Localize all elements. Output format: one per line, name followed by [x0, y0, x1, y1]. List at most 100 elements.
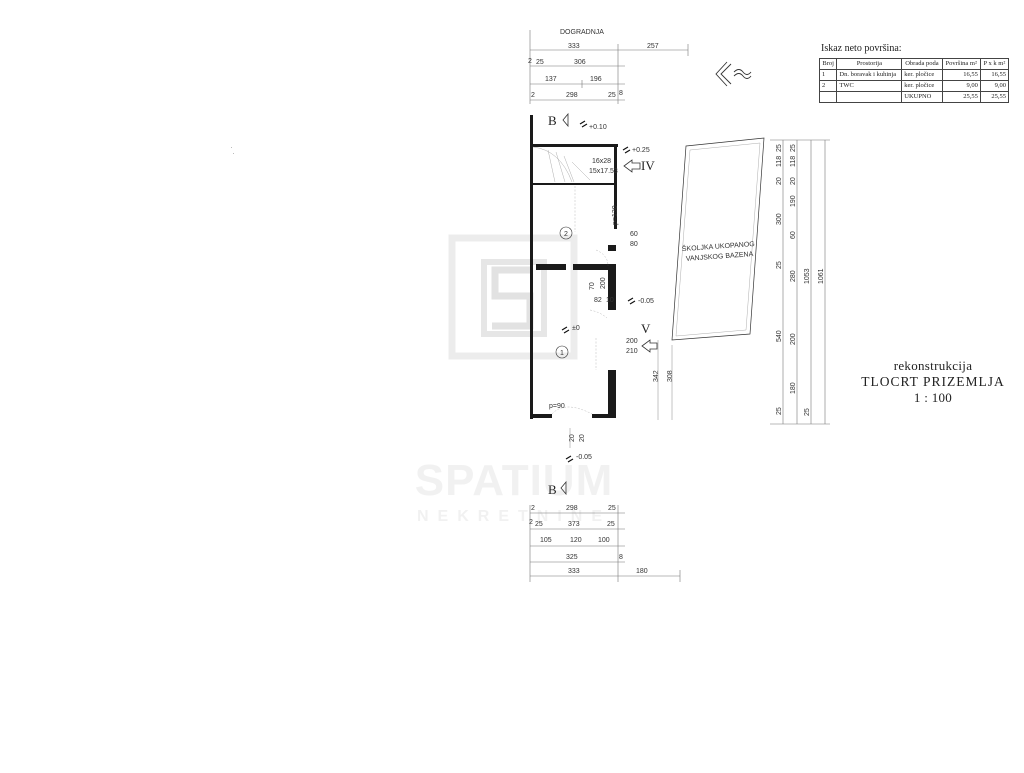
- view-arrow-v-icon: [641, 339, 658, 353]
- north-arrow-icon: [715, 61, 752, 87]
- rdim-c3-0: 1053: [804, 268, 811, 284]
- right-dimensions: [770, 139, 830, 425]
- bdim-r2-0: 2: [529, 519, 533, 526]
- dim-308: 308: [667, 370, 674, 382]
- rdim-c2-8: 25: [804, 408, 811, 416]
- dim-70: 70: [589, 282, 596, 290]
- table-cell: Dn. boravak i kuhinja: [836, 69, 903, 81]
- bdim-r1-2: 25: [608, 505, 616, 512]
- section-b-bottom: B: [548, 482, 557, 497]
- dim-342: 342: [653, 370, 660, 382]
- title-block: rekonstrukcija TLOCRT PRIZEMLJA 1 : 100: [848, 358, 1018, 406]
- dim-10: 10: [606, 297, 614, 304]
- title-scale: 1 : 100: [913, 390, 953, 405]
- watermark-brand: SPATIUM: [414, 456, 614, 505]
- rdim-c4-0: 1061: [818, 268, 825, 284]
- rdim-c1-1: 118: [776, 156, 783, 167]
- title-line-2: TLOCRT PRIZEMLJA: [861, 374, 1005, 389]
- dim-top-8: 8: [619, 90, 623, 97]
- room-1-label: 1: [560, 350, 564, 357]
- dim-top-137: 137: [545, 76, 557, 83]
- table-cell: ker. pločice: [901, 80, 943, 92]
- table-row: 2 TWC ker. pločice 9,00 9,00: [818, 80, 1010, 92]
- dim-top-333: 333: [568, 43, 580, 50]
- bdim-r2-2: 373: [568, 521, 580, 528]
- rdim-c1-4: 25: [776, 261, 783, 269]
- rdim-c1-2: 20: [776, 177, 783, 185]
- stair: [532, 146, 591, 183]
- top-dimensions: [529, 30, 689, 104]
- dim-top-306: 306: [574, 59, 586, 66]
- dim-210: 210: [626, 348, 638, 355]
- watermark-logo: [448, 234, 578, 360]
- stray-marks: [231, 147, 234, 154]
- bdim-r1-1: 298: [566, 505, 578, 512]
- dim-top-196: 196: [590, 76, 602, 83]
- level-top: +0.10: [589, 124, 607, 131]
- title-line-1: rekonstrukcija: [893, 358, 973, 373]
- table-cell: 9,00: [979, 80, 1010, 92]
- rdim-c2-0: 25: [790, 144, 797, 152]
- pool-label-2: VANJSKOG BAZENA: [686, 251, 754, 263]
- room-marker-1: [555, 345, 569, 359]
- area-table-box: Iskaz neto površina: Broj Prostorija Obr…: [818, 43, 1010, 103]
- table-total-pk: 25,55: [979, 91, 1010, 103]
- level-mark-room-icon: [561, 326, 570, 334]
- level-mid: -0.05: [638, 298, 654, 305]
- table-cell-empty: [836, 91, 903, 103]
- table-header: Broj: [818, 58, 838, 70]
- room-2-label: 2: [564, 231, 568, 238]
- door-swings: [551, 186, 609, 415]
- table-header-row: Broj Prostorija Obrada poda Površina m² …: [818, 58, 1010, 70]
- bdim-r2-3: 25: [607, 521, 615, 528]
- dim-top-2: 2: [528, 58, 532, 65]
- door-p130: p=130: [612, 205, 619, 225]
- area-table-title: Iskaz neto površina:: [821, 43, 902, 54]
- table-row: 1 Dn. boravak i kuhinja ker. pločice 16,…: [818, 69, 1010, 81]
- table-cell: TWC: [836, 80, 903, 92]
- rdim-c2-5: 280: [790, 270, 797, 282]
- section-arrow-top-icon: [562, 112, 569, 128]
- rdim-c2-1: 118: [790, 156, 797, 167]
- rdim-c1-3: 300: [776, 213, 783, 225]
- level-mark-stair-icon: [622, 146, 631, 154]
- table-total-row: UKUPNO 25,55 25,55: [818, 91, 1010, 103]
- rdim-c1-6: 25: [776, 407, 783, 415]
- dim-top-257: 257: [647, 43, 659, 50]
- bdim-r3-2: 100: [598, 537, 610, 544]
- table-header: P x k m²: [979, 58, 1010, 70]
- table-total-label: UKUPNO: [901, 91, 943, 103]
- door-p90: p=90: [549, 403, 565, 410]
- view-iv: IV: [641, 158, 655, 173]
- level-mark-top-icon: [579, 120, 588, 128]
- table-header: Obrada poda: [901, 58, 943, 70]
- level-mark-mid-icon: [627, 297, 636, 305]
- stair-note-2: 15x17.53: [589, 168, 618, 175]
- bdim-r4-0: 325: [566, 554, 578, 561]
- bdim-r5-0: 333: [568, 568, 580, 575]
- table-cell: 16,55: [979, 69, 1010, 81]
- view-arrow-iv-icon: [623, 159, 641, 173]
- dim-80: 80: [630, 241, 638, 248]
- table-header: Prostorija: [836, 58, 903, 70]
- bdim-r2-1: 25: [535, 521, 543, 528]
- bdim-r3-1: 120: [570, 537, 582, 544]
- area-table: Broj Prostorija Obrada poda Površina m² …: [818, 58, 1010, 103]
- rdim-c2-2: 20: [790, 177, 797, 185]
- bottom-dimensions: [529, 505, 681, 582]
- header-note: DOGRADNJA: [560, 29, 604, 36]
- rdim-c2-3: 190: [790, 195, 797, 207]
- table-cell-empty: [818, 91, 838, 103]
- room-marker-2: [559, 226, 573, 240]
- table-cell: 9,00: [941, 80, 981, 92]
- bdim-r5-1: 180: [636, 568, 648, 575]
- dim-60: 60: [630, 231, 638, 238]
- rdim-c2-4: 60: [790, 231, 797, 239]
- dim-top-25b: 25: [608, 92, 616, 99]
- dim-top-298: 298: [566, 92, 578, 99]
- pool-shell: [671, 137, 765, 341]
- dim-200b: 200: [626, 338, 638, 345]
- building-walls: [530, 115, 618, 419]
